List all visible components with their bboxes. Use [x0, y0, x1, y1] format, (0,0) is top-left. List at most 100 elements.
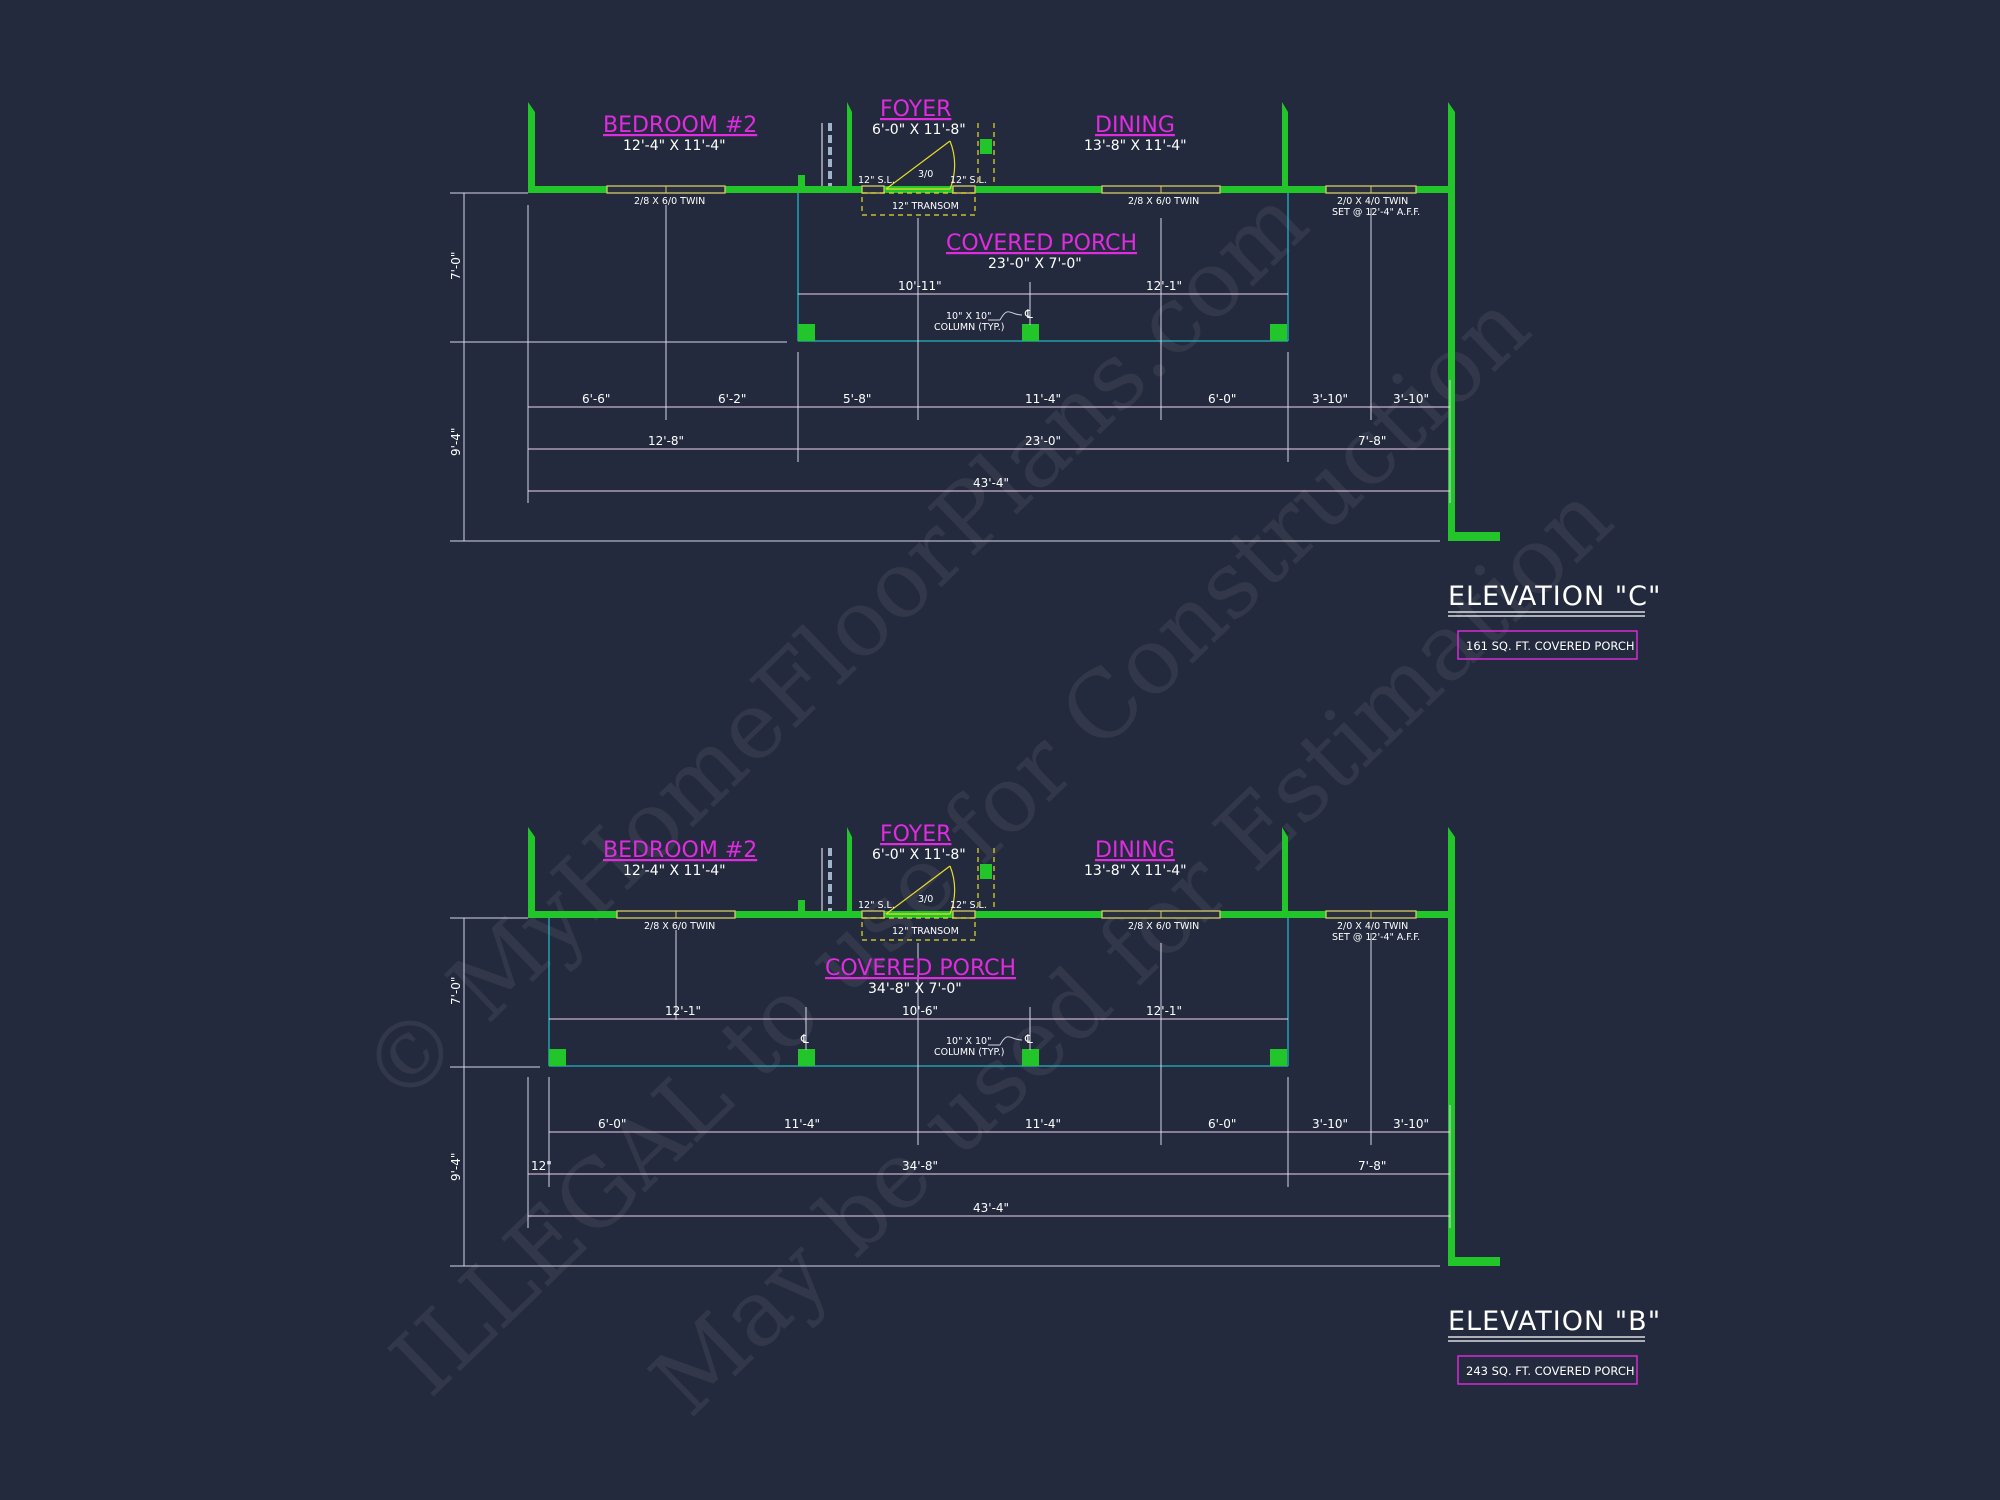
transom-label: 12" TRANSOM [892, 926, 959, 937]
elevation-title: ELEVATION "B" [1448, 1306, 1661, 1337]
door-label: 3/0 [918, 169, 933, 180]
dim-vertical-top: 7'-0" [449, 977, 463, 1005]
room-dims-porch: 34'-8" X 7'-0" [868, 981, 962, 997]
walls [528, 827, 1500, 1266]
room-dims-dining: 13'-8" X 11'-4" [1084, 138, 1187, 154]
window-label-right: 2/0 X 4/0 TWIN [1337, 196, 1408, 207]
dim-row2-value: 12'-8" [648, 434, 684, 448]
room-name-foyer: FOYER [880, 822, 951, 847]
dim-row1-value: 3'-10" [1393, 1117, 1429, 1131]
dim-row2-value: 7'-8" [1358, 1159, 1386, 1173]
dim-row1-value: 6'-6" [582, 392, 610, 406]
dim-row1-value: 3'-10" [1393, 392, 1429, 406]
window-label-dining: 2/8 X 6/0 TWIN [1128, 921, 1199, 932]
dim-row1-value: 3'-10" [1312, 1117, 1348, 1131]
dimension-lines [450, 192, 1451, 542]
right-exterior-wall [1448, 827, 1500, 1266]
dining-right-wall [1282, 102, 1288, 188]
sidelight-left [861, 910, 885, 919]
dim-row1-value: 3'-10" [1312, 392, 1348, 406]
column [1270, 324, 1287, 341]
dim-row-2: 12" 34'-8" 7'-8" [531, 1159, 1386, 1173]
column [798, 324, 815, 341]
dim-row-1: 6'-0" 11'-4" 11'-4" 6'-0" 3'-10" 3'-10" [598, 1117, 1429, 1131]
room-name-dining: DINING [1095, 838, 1175, 863]
watermark: © MyHomeFloorPlans.com ILLEGAL to use fo… [341, 167, 1632, 1435]
dim-porch-a: 10'-11" [898, 279, 942, 293]
column-label: 10" X 10" [946, 1036, 991, 1047]
dim-row1-value: 6'-0" [1208, 392, 1236, 406]
area-label: 161 SQ. FT. COVERED PORCH [1466, 639, 1635, 653]
walls [528, 102, 1500, 541]
dim-vertical-bottom: 9'-4" [449, 1153, 463, 1181]
sidelight-label-left: 12" S.L. [858, 900, 895, 911]
elevation-c-plan: BEDROOM #2 12'-4" X 11'-4" FOYER 6'-0" X… [449, 97, 1661, 660]
room-name-porch: COVERED PORCH [946, 231, 1137, 256]
column [1022, 324, 1039, 341]
sidelight-left [861, 185, 885, 194]
transom-label: 12" TRANSOM [892, 201, 959, 212]
window-label-right-height: SET @ 12'-4" A.F.F. [1332, 207, 1420, 218]
room-dims-porch: 23'-0" X 7'-0" [988, 256, 1082, 272]
room-name-bedroom: BEDROOM #2 [603, 838, 757, 863]
dim-row1-value: 11'-4" [784, 1117, 820, 1131]
centerline-mark: ℄ [800, 1032, 809, 1046]
dim-vertical-top: 7'-0" [449, 252, 463, 280]
sidelight-label-right: 12" S.L. [950, 175, 987, 186]
area-badge [1457, 1355, 1638, 1385]
dim-row1-value: 6'-2" [718, 392, 746, 406]
room-name-bedroom: BEDROOM #2 [603, 113, 757, 138]
sidelight-right [952, 910, 976, 919]
entry-door [861, 865, 976, 941]
windows [606, 185, 1417, 194]
entry-door [861, 140, 976, 216]
elevation-title: ELEVATION "C" [1448, 581, 1661, 612]
area-badge [1457, 630, 1638, 660]
dim-row1-value: 6'-0" [1208, 1117, 1236, 1131]
column [1270, 1049, 1287, 1066]
dim-row2-value: 12" [531, 1159, 552, 1173]
door-label: 3/0 [918, 894, 933, 905]
room-dims-foyer: 6'-0" X 11'-8" [872, 122, 966, 138]
porch-outline [797, 193, 1289, 342]
room-dims-foyer: 6'-0" X 11'-8" [872, 847, 966, 863]
room-name-porch: COVERED PORCH [825, 956, 1016, 981]
room-dims-dining: 13'-8" X 11'-4" [1084, 863, 1187, 879]
window-label-right-height: SET @ 12'-4" A.F.F. [1332, 932, 1420, 943]
area-label: 243 SQ. FT. COVERED PORCH [1466, 1364, 1635, 1378]
dim-total: 43'-4" [973, 476, 1009, 490]
room-name-foyer: FOYER [880, 97, 951, 122]
column [798, 1049, 815, 1066]
room-dims-bedroom: 12'-4" X 11'-4" [623, 863, 726, 879]
dim-porch-a: 12'-1" [665, 1004, 701, 1018]
dim-row-2: 12'-8" 23'-0" 7'-8" [648, 434, 1386, 448]
dim-porch-b: 12'-1" [1146, 279, 1182, 293]
dim-row2-value: 7'-8" [1358, 434, 1386, 448]
column [1022, 1049, 1039, 1066]
column-label-typ: COLUMN (TYP.) [934, 322, 1005, 333]
elevation-b-plan: BEDROOM #2 12'-4" X 11'-4" FOYER 6'-0" X… [449, 822, 1661, 1385]
left-wall-stub [528, 102, 535, 188]
sidelight-label-left: 12" S.L. [858, 175, 895, 186]
dim-row2-value: 23'-0" [1025, 434, 1061, 448]
room-dims-bedroom: 12'-4" X 11'-4" [623, 138, 726, 154]
window-label-bedroom: 2/8 X 6/0 TWIN [634, 196, 705, 207]
dim-porch-c: 12'-1" [1146, 1004, 1182, 1018]
foyer-left-wall [847, 102, 852, 188]
room-name-dining: DINING [1095, 113, 1175, 138]
dim-porch-b: 10'-6" [902, 1004, 938, 1018]
dim-row2-value: 34'-8" [902, 1159, 938, 1173]
dim-row-1: 6'-6" 6'-2" 5'-8" 11'-4" 6'-0" 3'-10" 3'… [582, 392, 1429, 406]
column [549, 1049, 566, 1066]
window-label-bedroom: 2/8 X 6/0 TWIN [644, 921, 715, 932]
centerline-mark: ℄ [1024, 1032, 1033, 1046]
left-wall-stub [528, 827, 535, 913]
dim-vertical-bottom: 9'-4" [449, 428, 463, 456]
dim-total: 43'-4" [973, 1201, 1009, 1215]
dimension-lines [450, 917, 1451, 1267]
column-label: 10" X 10" [946, 311, 991, 322]
dining-right-wall [1282, 827, 1288, 913]
dim-row1-value: 11'-4" [1025, 392, 1061, 406]
column-label-typ: COLUMN (TYP.) [934, 1047, 1005, 1058]
